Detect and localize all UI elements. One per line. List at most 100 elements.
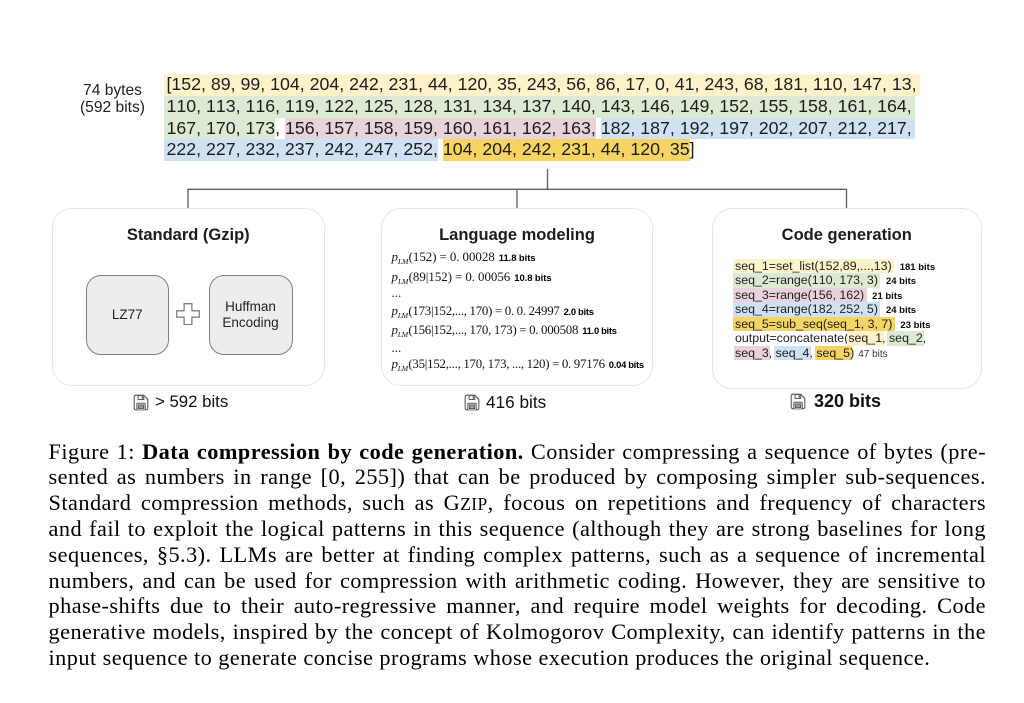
sequence-line-3: 167, 170, 173, 156, 157, 158, 159, 160, … <box>163 117 917 140</box>
huffman-label-line1: Huffman <box>225 298 276 314</box>
caption-line-3: Standard compression methods, such as GZ… <box>49 490 987 516</box>
seq2-chunk: 110, 113, 116, 119, 122, 125, 128, 131, … <box>163 95 915 118</box>
lm-line-5: pLM(35|152,..., 170, 173, ..., 120) = 0.… <box>391 356 645 374</box>
prob-symbol: p <box>391 250 398 265</box>
caption-line-1: Figure 1: Data compression by code gener… <box>49 439 987 465</box>
prob-subscript: LM <box>397 310 408 320</box>
standard-total-bits: > 592 bits <box>133 392 228 412</box>
lz77-node: LZ77 <box>85 274 169 355</box>
figure-caption: Figure 1: Data compression by code gener… <box>49 439 987 671</box>
code-close-paren: ) <box>850 345 855 360</box>
prob-expression: (152) = 0. 00028 <box>408 250 495 265</box>
caption-text: and fail to exploit the logical patterns… <box>48 515 986 541</box>
code-line-2: seq_2=range(110, 173, 3) 24 bits <box>732 273 935 288</box>
code-line-6: output=concatenate(seq_1, seq_2, <box>735 331 935 346</box>
panel-standard-gzip: Standard (Gzip) LZ77 Huffman Encoding <box>52 208 325 386</box>
prob-expression: (89|152) = 0. 00056 <box>408 269 511 284</box>
seq4-chunk: 182, 187, 192, 197, 202, 207, 212, 217, <box>600 117 915 140</box>
panel-code-generation: Code generation seq_1=set_list(152,89,..… <box>712 208 982 389</box>
caption-line-4: and fail to exploit the logical patterns… <box>49 516 987 542</box>
code-ref-seq1: seq_1 <box>846 331 884 346</box>
code-ref-seq2: seq_2 <box>887 331 925 346</box>
lz77-label: LZ77 <box>111 306 143 322</box>
code-separator: , <box>809 345 817 360</box>
bits-cost-label: 2.0 bits <box>563 305 594 317</box>
caption-line-5: sequences, §5.3). LLMs are better at fin… <box>49 542 987 568</box>
prob-subscript: LM <box>397 276 409 286</box>
prob-symbol: p <box>391 269 398 284</box>
code-separator: , <box>768 345 776 360</box>
floppy-disk-icon <box>133 394 149 410</box>
code-ref-seq3: seq_3 <box>733 345 771 361</box>
caption-text: Standard compression methods, such as G <box>48 490 461 516</box>
bits-cost-label: 11.8 bits <box>498 252 536 264</box>
seq5-chunk: 104, 204, 242, 231, 44, 120, 35 <box>442 139 690 161</box>
code-seq4: seq_4=range(182, 252, 5) <box>732 302 881 317</box>
panel-codegen-title: Code generation <box>781 226 912 245</box>
code-line-5: seq_5=sub_seq(seq_1, 3, 7)23 bits <box>732 316 935 332</box>
seq1-chunk: [152, 89, 99, 104, 204, 242, 231, 44, 12… <box>163 74 920 96</box>
generated-code: seq_1=set_list(152,89,...,13)181 bits se… <box>732 258 935 361</box>
code-separator: , <box>922 331 927 346</box>
floppy-disk-icon <box>464 394 480 411</box>
bits-cost-label: 47 bits <box>858 348 888 360</box>
huffman-node: Huffman Encoding <box>208 274 293 355</box>
seq2-chunk-cont: 167, 170, 173 <box>163 117 276 140</box>
code-line-7: seq_3, seq_4, seq_5)47 bits <box>733 345 935 361</box>
bits-cost-label: 23 bits <box>900 319 931 331</box>
lm-total-bits: 416 bits <box>464 392 546 413</box>
standard-bits-text: > 592 bits <box>155 392 229 411</box>
code-ref-seq5: seq_5 <box>814 345 852 361</box>
prob-expression: (156|152,..., 170, 173) = 0. 000508 <box>408 322 579 337</box>
prob-subscript: LM <box>397 256 409 266</box>
prob-symbol: p <box>391 322 398 337</box>
code-line-4: seq_4=range(182, 252, 5) 24 bits <box>732 302 935 317</box>
prob-symbol: p <box>391 357 398 372</box>
lm-bits-text: 416 bits <box>486 392 547 412</box>
seq3-chunk: 156, 157, 158, 159, 160, 161, 162, 163, <box>284 117 596 140</box>
caption-text: , focous on repetitions and frequency of… <box>487 490 986 516</box>
lm-ellipsis-1: ... <box>391 285 402 300</box>
caption-line-6: numbers, and can be used for compression… <box>49 568 987 594</box>
code-seq2: seq_2=range(110, 173, 3) <box>732 273 881 288</box>
plus-icon <box>175 302 200 325</box>
caption-text: phase-shifts due to their auto-regressiv… <box>48 593 986 619</box>
huffman-label: Huffman Encoding <box>222 299 278 331</box>
prob-symbol: p <box>391 303 398 318</box>
sequence-line-1: [152, 89, 99, 104, 204, 242, 231, 44, 12… <box>163 74 920 96</box>
bits-cost-label: 24 bits <box>885 305 917 317</box>
bits-cost-label: 24 bits <box>885 276 917 288</box>
sequence-line-4: 222, 227, 232, 237, 242, 247, 252, 104, … <box>163 139 917 161</box>
caption-text: numbers, and can be used for compression… <box>48 567 986 593</box>
sequence-line-2: 110, 113, 116, 119, 122, 125, 128, 131, … <box>163 95 917 118</box>
sequence-size-label: 74 bytes (592 bits) <box>67 82 158 116</box>
caption-line-9: input sequence to generate concise progr… <box>49 645 987 671</box>
caption-text: sented as numbers in range [0, 255]) tha… <box>48 464 986 490</box>
caption-line-8: generative models, inspired by the conce… <box>49 619 987 645</box>
caption-bold-title: Data compression by code generation. <box>142 438 524 464</box>
bits-cost-label: 21 bits <box>872 290 903 302</box>
lm-ellipsis-2: ... <box>391 340 402 355</box>
bits-cost-label: 0.04 bits <box>608 359 644 371</box>
prob-subscript: LM <box>397 329 408 339</box>
caption-text: Consider compressing a sequence of bytes… <box>523 438 986 464</box>
code-line-3: seq_3=range(156, 162)21 bits <box>732 287 935 303</box>
caption-text: Figure 1: <box>48 438 143 464</box>
prob-expression: (35|152,..., 170, 173, ..., 120) = 0. 97… <box>408 357 605 372</box>
codegen-bits-text: 320 bits <box>814 391 882 411</box>
size-label-bits: (592 bits) <box>79 99 145 117</box>
seq-close-bracket: ] <box>689 139 695 160</box>
huffman-label-line2: Encoding <box>222 314 279 330</box>
size-label-bytes: 74 bytes <box>83 82 142 99</box>
code-line-1: seq_1=set_list(152,89,...,13)181 bits <box>732 258 935 274</box>
caption-line-2: sented as numbers in range [0, 255]) tha… <box>49 464 987 490</box>
bits-cost-label: 10.8 bits <box>514 271 552 283</box>
caption-text: input sequence to generate concise progr… <box>48 644 931 670</box>
caption-smallcaps-gzip: ZIP <box>460 494 488 515</box>
